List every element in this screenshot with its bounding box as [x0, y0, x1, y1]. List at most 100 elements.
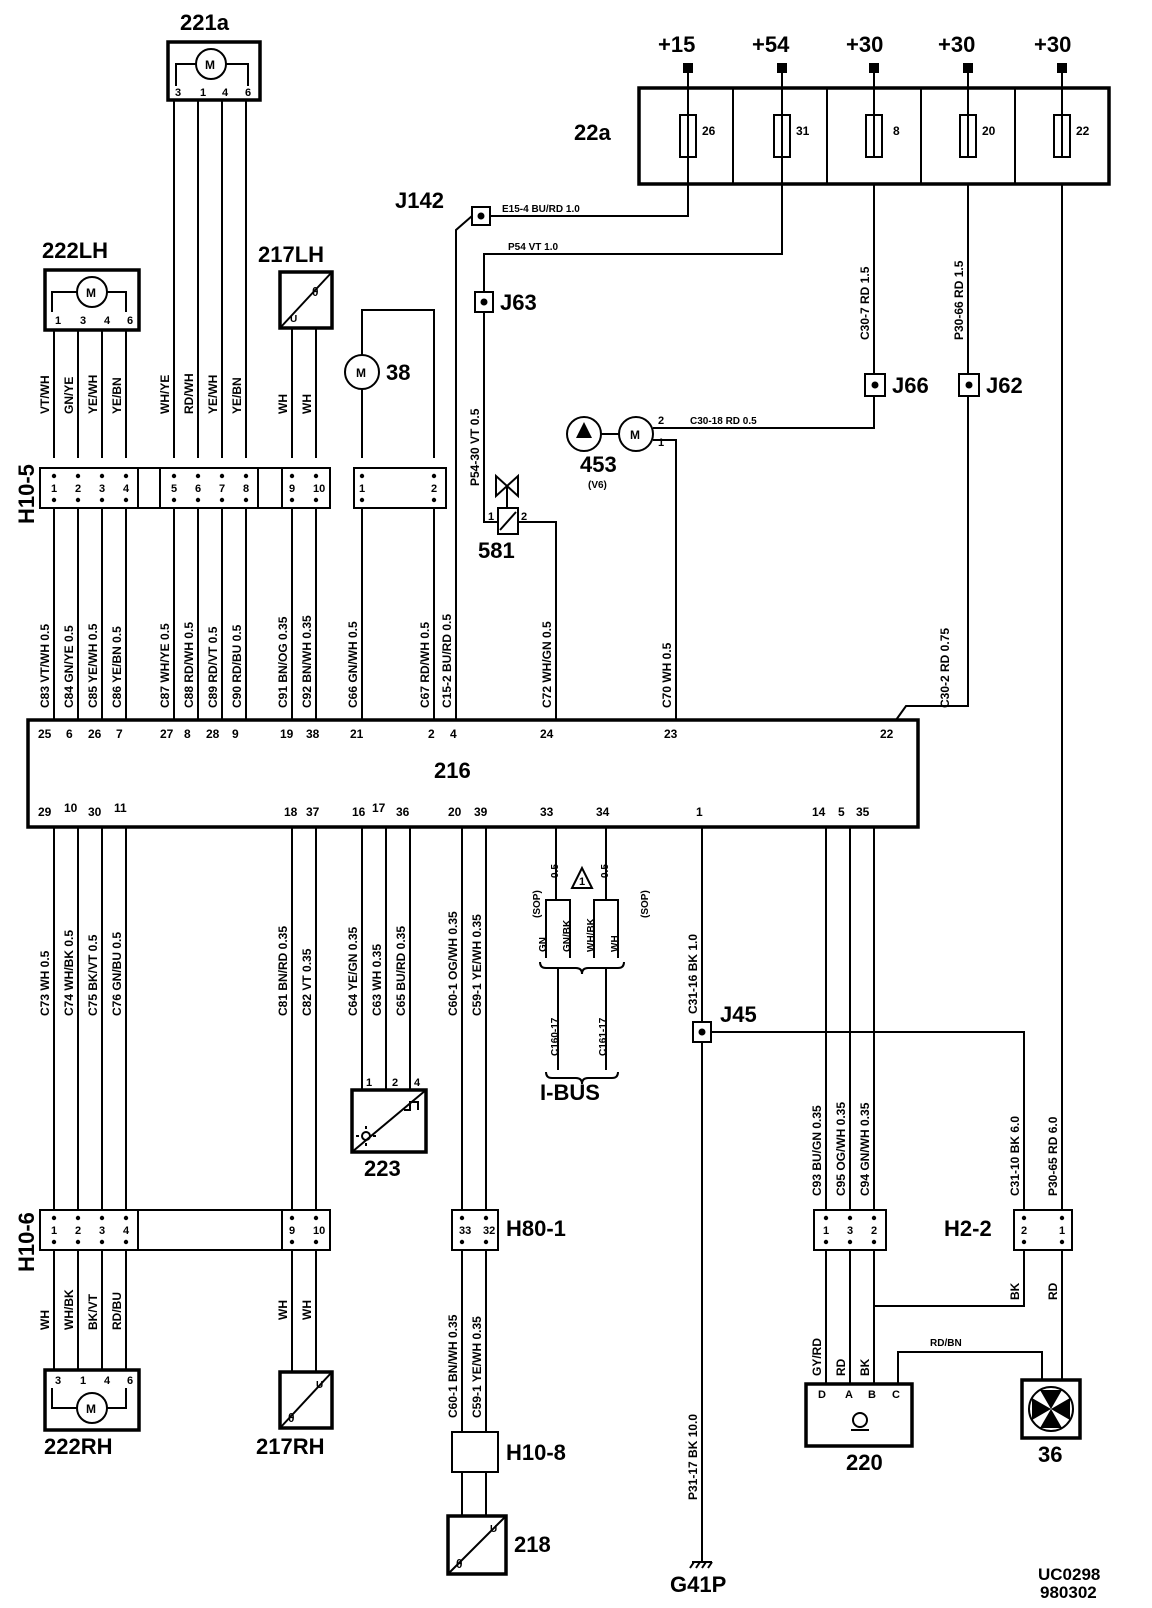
upper-wire-labels: VT/WH GN/YE YE/WH YE/BN WH/YE RD/WH YE/W…	[38, 373, 314, 414]
pin: 1	[823, 1225, 829, 1237]
valve-581: 1 2 581	[478, 473, 557, 720]
wire-label: P31-17 BK 10.0	[686, 1414, 700, 1500]
u-symbol: U	[490, 1524, 497, 1535]
ibus-label: 0.5	[550, 864, 561, 878]
wire-label: C88 RD/WH 0.5	[182, 622, 196, 708]
sensor-217rh: U θ 217RH	[256, 1370, 334, 1459]
label-581: 581	[478, 538, 515, 563]
mid-wires	[53, 508, 435, 720]
pin: 4	[123, 483, 130, 495]
supply-54: +54	[752, 32, 790, 57]
pin-number: 18	[284, 805, 298, 819]
label-218: 218	[514, 1532, 551, 1557]
label-220: 220	[846, 1450, 883, 1475]
label-h10-8: H10-8	[506, 1440, 566, 1465]
ibus-label: (SOP)	[640, 890, 651, 918]
pin: 2	[658, 415, 664, 427]
supply-15: +15	[658, 32, 695, 57]
wire-label: C63 WH 0.35	[370, 944, 384, 1016]
wire-label: BK	[1008, 1282, 1022, 1300]
label-38: 38	[386, 360, 410, 385]
supply-terminals: +15 +54 +30 +30 +30	[658, 32, 1071, 157]
pin-number: 1	[696, 805, 703, 819]
label-h10-6: H10-6	[14, 1212, 39, 1272]
theta-symbol: θ	[312, 285, 319, 299]
wire-label: C87 WH/YE 0.5	[158, 623, 172, 708]
sensor-218: U θ 218	[446, 1514, 551, 1576]
pin: 2	[431, 483, 437, 495]
pin: D	[818, 1389, 826, 1401]
motor-symbol: M	[86, 286, 96, 300]
wire-label: C72 WH/GN 0.5	[540, 621, 554, 708]
wire-label: C92 BN/WH 0.35	[300, 615, 314, 708]
wire-label: WH/YE	[158, 375, 172, 414]
wire-label: GY/RD	[810, 1338, 824, 1376]
label-217lh: 217LH	[258, 242, 324, 267]
wire-label: C30-2 RD 0.75	[938, 628, 952, 708]
pin-number: 4	[450, 727, 457, 741]
pin-number: 39	[474, 805, 488, 819]
pin: 8	[243, 483, 249, 495]
bottom-wires	[53, 1250, 1063, 1516]
wire-label: C70 WH 0.5	[660, 642, 674, 708]
wire-label: C86 YE/BN 0.5	[110, 626, 124, 708]
supply-30c: +30	[1034, 32, 1071, 57]
label-g41p: G41P	[670, 1572, 726, 1597]
ibus-label: C161-17	[598, 1017, 609, 1056]
pin: 1	[1059, 1225, 1065, 1237]
sensor-217lh: θ U 217LH	[258, 242, 334, 330]
pin-number: 30	[88, 805, 102, 819]
wire-label: RD/BU	[110, 1292, 124, 1330]
connector-h10-8: H10-8	[451, 1431, 566, 1473]
label-j142: J142	[395, 188, 444, 213]
lower-wires	[53, 827, 875, 1562]
ibus-group: 1 0.5 0.5 (SOP) (SOP) GN GN/BK WH/BK WH …	[532, 827, 651, 1105]
pin: 3	[80, 315, 86, 327]
supply-30a: +30	[846, 32, 883, 57]
fuse-31: 31	[796, 124, 810, 138]
motor-symbol: M	[630, 428, 640, 442]
wire-label: VT/WH	[38, 375, 52, 414]
unit-220: D A B C 220	[804, 1382, 914, 1475]
connector-h10-6: H10-6	[14, 1209, 331, 1272]
wire-label: C15-2 BU/RD 0.5	[440, 614, 454, 708]
wire-label: C76 GN/BU 0.5	[110, 932, 124, 1016]
pin: 1	[359, 483, 365, 495]
wire-label: C89 RD/VT 0.5	[206, 626, 220, 708]
splice-j66: C30-7 RD 1.5 J66	[858, 184, 929, 398]
pin: 6	[127, 1375, 133, 1387]
u-symbol: U	[316, 1380, 323, 1391]
wire-label: C30-7 RD 1.5	[858, 266, 872, 340]
pin-number: 16	[352, 805, 366, 819]
wire-label: C83 VT/WH 0.5	[38, 624, 52, 708]
wire-label: P30-66 RD 1.5	[952, 260, 966, 340]
splice-j142: J142 E15-4 BU/RD 1.0	[395, 157, 689, 720]
wire-label: WH	[276, 394, 290, 414]
label-36: 36	[1038, 1442, 1062, 1467]
pin-number: 23	[664, 727, 678, 741]
splice-j45: J45	[692, 184, 1063, 1210]
pin-number: 21	[350, 727, 364, 741]
wire-label: C85 YE/WH 0.5	[86, 623, 100, 708]
ibus-label: (SOP)	[532, 890, 543, 918]
pin: 1	[488, 511, 494, 523]
pin: 3	[99, 1225, 105, 1237]
wire-label: C95 OG/WH 0.35	[834, 1102, 848, 1196]
pin: 4	[123, 1225, 130, 1237]
pin-number: 29	[38, 805, 52, 819]
label-j62: J62	[986, 373, 1023, 398]
wire-label: C84 GN/YE 0.5	[62, 625, 76, 708]
pin: 4	[414, 1077, 421, 1089]
wire-label: YE/BN	[110, 377, 124, 414]
pin: 1	[366, 1077, 372, 1089]
pin-number: 22	[880, 727, 894, 741]
wire-label: WH	[38, 1310, 52, 1330]
wire-label: WH	[300, 394, 314, 414]
pin: 1	[579, 876, 585, 888]
wire-label: C59-1 YE/WH 0.35	[470, 914, 484, 1016]
wire-label: C81 BN/RD 0.35	[276, 926, 290, 1016]
pin-number: 24	[540, 727, 554, 741]
